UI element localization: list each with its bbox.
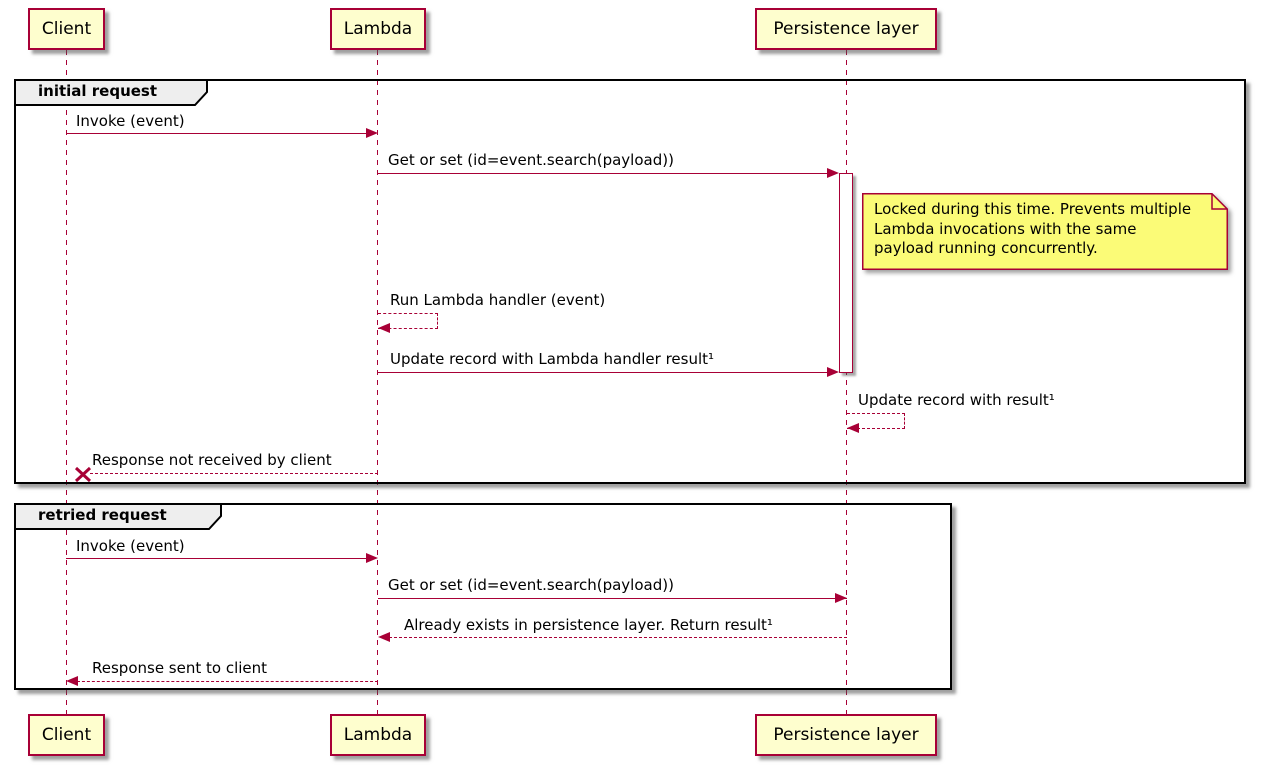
message-line <box>90 473 378 474</box>
note-shape <box>862 193 1228 270</box>
frame-retried-request: retried request <box>14 503 952 690</box>
participant-box-persistence-bottom: Persistence layer <box>755 714 937 756</box>
frame-tab: initial request <box>14 79 212 111</box>
arrowhead-left-icon <box>378 632 390 642</box>
note: Locked during this time. Prevents multip… <box>862 193 1228 274</box>
message-line <box>72 681 378 682</box>
message-label: Update record with result¹ <box>858 391 1055 409</box>
frame-tab: retried request <box>14 503 226 535</box>
message-label: Run Lambda handler (event) <box>390 291 606 309</box>
message-label: Response sent to client <box>92 659 268 677</box>
participant-label: Client <box>41 19 92 39</box>
frame-initial-request: initial request <box>14 79 1246 484</box>
message-line <box>384 637 847 638</box>
self-message-loop <box>847 413 905 429</box>
participant-label: Client <box>41 725 92 745</box>
activation-bar-persistence <box>839 173 853 373</box>
participant-box-client-top: Client <box>28 8 105 50</box>
participant-box-lambda-bottom: Lambda <box>330 714 426 756</box>
arrowhead-right-icon <box>835 593 847 603</box>
note-text: Locked during this time. Prevents multip… <box>874 200 1192 257</box>
frame-tab-shape <box>14 79 208 106</box>
frame-title: initial request <box>38 82 158 100</box>
arrowhead-right-icon <box>827 367 839 377</box>
lost-message-x-icon <box>74 466 92 483</box>
message-label: Get or set (id=event.search(payload)) <box>388 151 674 169</box>
participant-box-persistence-top: Persistence layer <box>755 8 937 50</box>
message-line <box>378 598 847 599</box>
arrowhead-right-icon <box>366 553 378 563</box>
message-label: Already exists in persistence layer. Ret… <box>404 616 773 634</box>
note-fold-icon <box>1211 193 1228 210</box>
self-message-loop <box>378 313 438 329</box>
frame-title: retried request <box>38 506 167 524</box>
arrowhead-right-icon <box>827 168 839 178</box>
participant-label: Persistence layer <box>773 725 919 745</box>
participant-box-lambda-top: Lambda <box>330 8 426 50</box>
arrowhead-right-icon <box>366 128 378 138</box>
message-line <box>66 558 368 559</box>
participant-label: Lambda <box>343 725 413 745</box>
message-label: Response not received by client <box>92 451 332 469</box>
arrowhead-left-icon <box>66 676 78 686</box>
lifeline-client <box>66 50 67 714</box>
lifeline-persistence <box>846 50 847 714</box>
lifeline-lambda <box>377 50 378 714</box>
message-line <box>66 133 368 134</box>
participant-label: Persistence layer <box>773 19 919 39</box>
arrowhead-left-icon <box>378 323 390 333</box>
message-label: Get or set (id=event.search(payload)) <box>388 576 674 594</box>
frame-tab-shape <box>14 503 222 530</box>
participant-box-client-bottom: Client <box>28 714 105 756</box>
message-line <box>378 173 829 174</box>
message-label: Update record with Lambda handler result… <box>390 350 715 368</box>
message-label: Invoke (event) <box>76 537 185 555</box>
message-line <box>378 372 829 373</box>
message-label: Invoke (event) <box>76 112 185 130</box>
arrowhead-left-icon <box>847 423 859 433</box>
participant-label: Lambda <box>343 19 413 39</box>
